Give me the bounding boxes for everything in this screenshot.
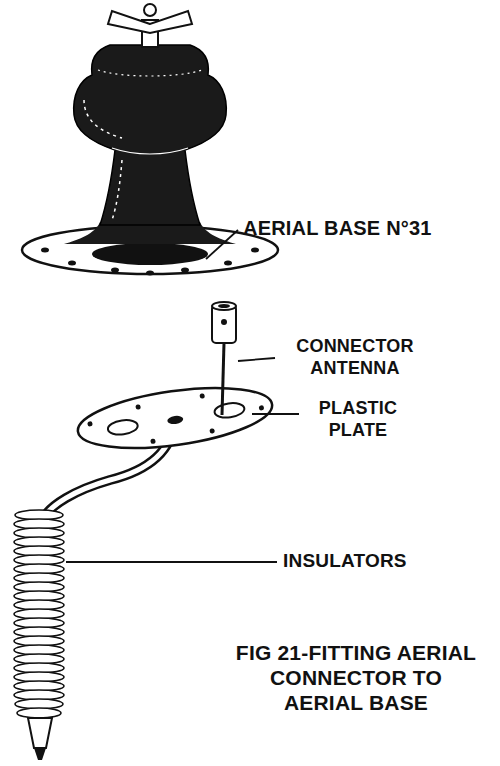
- cable-end: [28, 718, 52, 760]
- part-label: INSULATORS: [283, 550, 407, 573]
- connector-antenna: [212, 302, 236, 415]
- leader-lines: [66, 230, 299, 562]
- part-label: CONNECTOR ANTENNA: [280, 336, 430, 379]
- part-label: PLASTIC PLATE: [303, 398, 413, 441]
- insulator-coil: [14, 510, 64, 718]
- figure-caption: FIG 21-FITTING AERIAL CONNECTOR TO AERIA…: [228, 640, 484, 716]
- plastic-plate: [74, 378, 276, 459]
- part-label: AERIAL BASE N°31: [243, 216, 432, 240]
- aerial-base: [22, 4, 278, 276]
